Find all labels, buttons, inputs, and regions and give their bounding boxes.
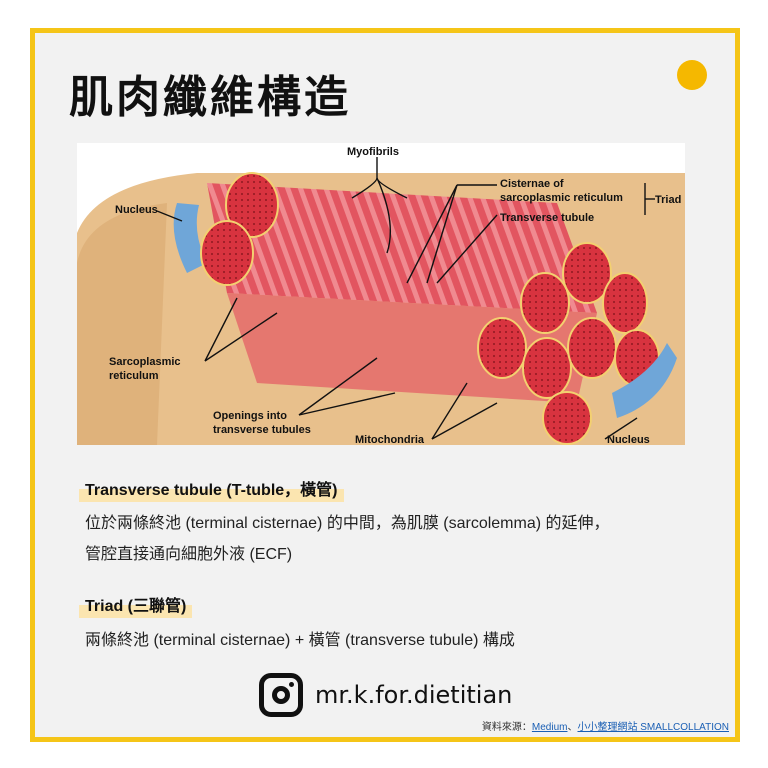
text-line: 兩條終池 (terminal cisternae) + 橫管 (transver… bbox=[85, 632, 515, 649]
diagram-svg: Myofibrils Cisternae of sarcoplasmic ret… bbox=[77, 146, 685, 445]
label-transverse-tubule: Transverse tubule bbox=[500, 212, 594, 224]
footer-handle: mr.k.for.dietitian bbox=[259, 673, 512, 717]
page-title: 肌肉纖維構造 bbox=[69, 72, 351, 123]
leader-lines bbox=[156, 157, 655, 440]
label-triad: Triad bbox=[655, 194, 681, 206]
source-link-smallcollation[interactable]: 小小整理網站 SMALLCOLLATION bbox=[577, 722, 729, 733]
label-openings-line1: Openings into bbox=[213, 410, 287, 422]
fibril-cross-section bbox=[522, 337, 572, 399]
section-body-t-tubule: 位於兩條終池 (terminal cisternae) 的中間，為肌膜 (sar… bbox=[85, 508, 725, 570]
fibril-cross-section bbox=[567, 317, 617, 379]
decorative-dot bbox=[677, 60, 707, 90]
label-nucleus-left: Nucleus bbox=[115, 204, 158, 216]
label-cisternae-line2: sarcoplasmic reticulum bbox=[500, 192, 623, 204]
fibril-cross-section bbox=[542, 391, 592, 445]
label-cisternae-line1: Cisternae of bbox=[500, 178, 564, 190]
label-sarcoplasmic-line2: reticulum bbox=[109, 370, 159, 382]
section-heading-triad: Triad (三聯管) bbox=[79, 596, 193, 618]
section-heading-t-tubule: Transverse tubule (T-tuble，橫管) bbox=[79, 480, 344, 502]
text-line: 管腔直接通向細胞外液 (ECF) bbox=[85, 546, 293, 563]
label-sarcoplasmic-line1: Sarcoplasmic bbox=[109, 356, 181, 368]
instagram-flash bbox=[289, 682, 294, 687]
instagram-lens bbox=[272, 686, 290, 704]
section-body-triad: 兩條終池 (terminal cisternae) + 橫管 (transver… bbox=[85, 625, 725, 656]
label-myofibrils: Myofibrils bbox=[347, 146, 399, 158]
muscle-fiber-diagram: Myofibrils Cisternae of sarcoplasmic ret… bbox=[77, 143, 685, 445]
instagram-handle[interactable]: mr.k.for.dietitian bbox=[315, 681, 513, 709]
tissue-shade bbox=[77, 203, 167, 445]
fibril-cross-section bbox=[200, 220, 254, 286]
instagram-icon[interactable] bbox=[259, 673, 303, 717]
right-nucleus-shape bbox=[612, 343, 677, 418]
source-prefix: 資料來源： bbox=[481, 722, 532, 733]
source-credit: 資料來源：Medium、小小整理網站 SMALLCOLLATION bbox=[482, 718, 729, 733]
text-line: 位於兩條終池 (terminal cisternae) 的中間，為肌膜 (sar… bbox=[85, 515, 610, 532]
label-mitochondria: Mitochondria bbox=[355, 434, 425, 445]
fibril-cross-section bbox=[520, 272, 570, 334]
fibril-cross-section bbox=[602, 272, 648, 334]
fibril-cross-section bbox=[477, 317, 527, 379]
myofibril-band bbox=[207, 183, 597, 313]
infographic-card: 肌肉纖維構造 bbox=[30, 28, 740, 742]
fibril-cross-section bbox=[562, 242, 612, 304]
source-link-medium[interactable]: Medium bbox=[531, 722, 568, 733]
source-separator: 、 bbox=[567, 722, 578, 733]
fibril-cross-section bbox=[225, 172, 279, 238]
label-openings-line2: transverse tubules bbox=[213, 424, 311, 436]
label-nucleus-right: Nucleus bbox=[607, 434, 650, 445]
